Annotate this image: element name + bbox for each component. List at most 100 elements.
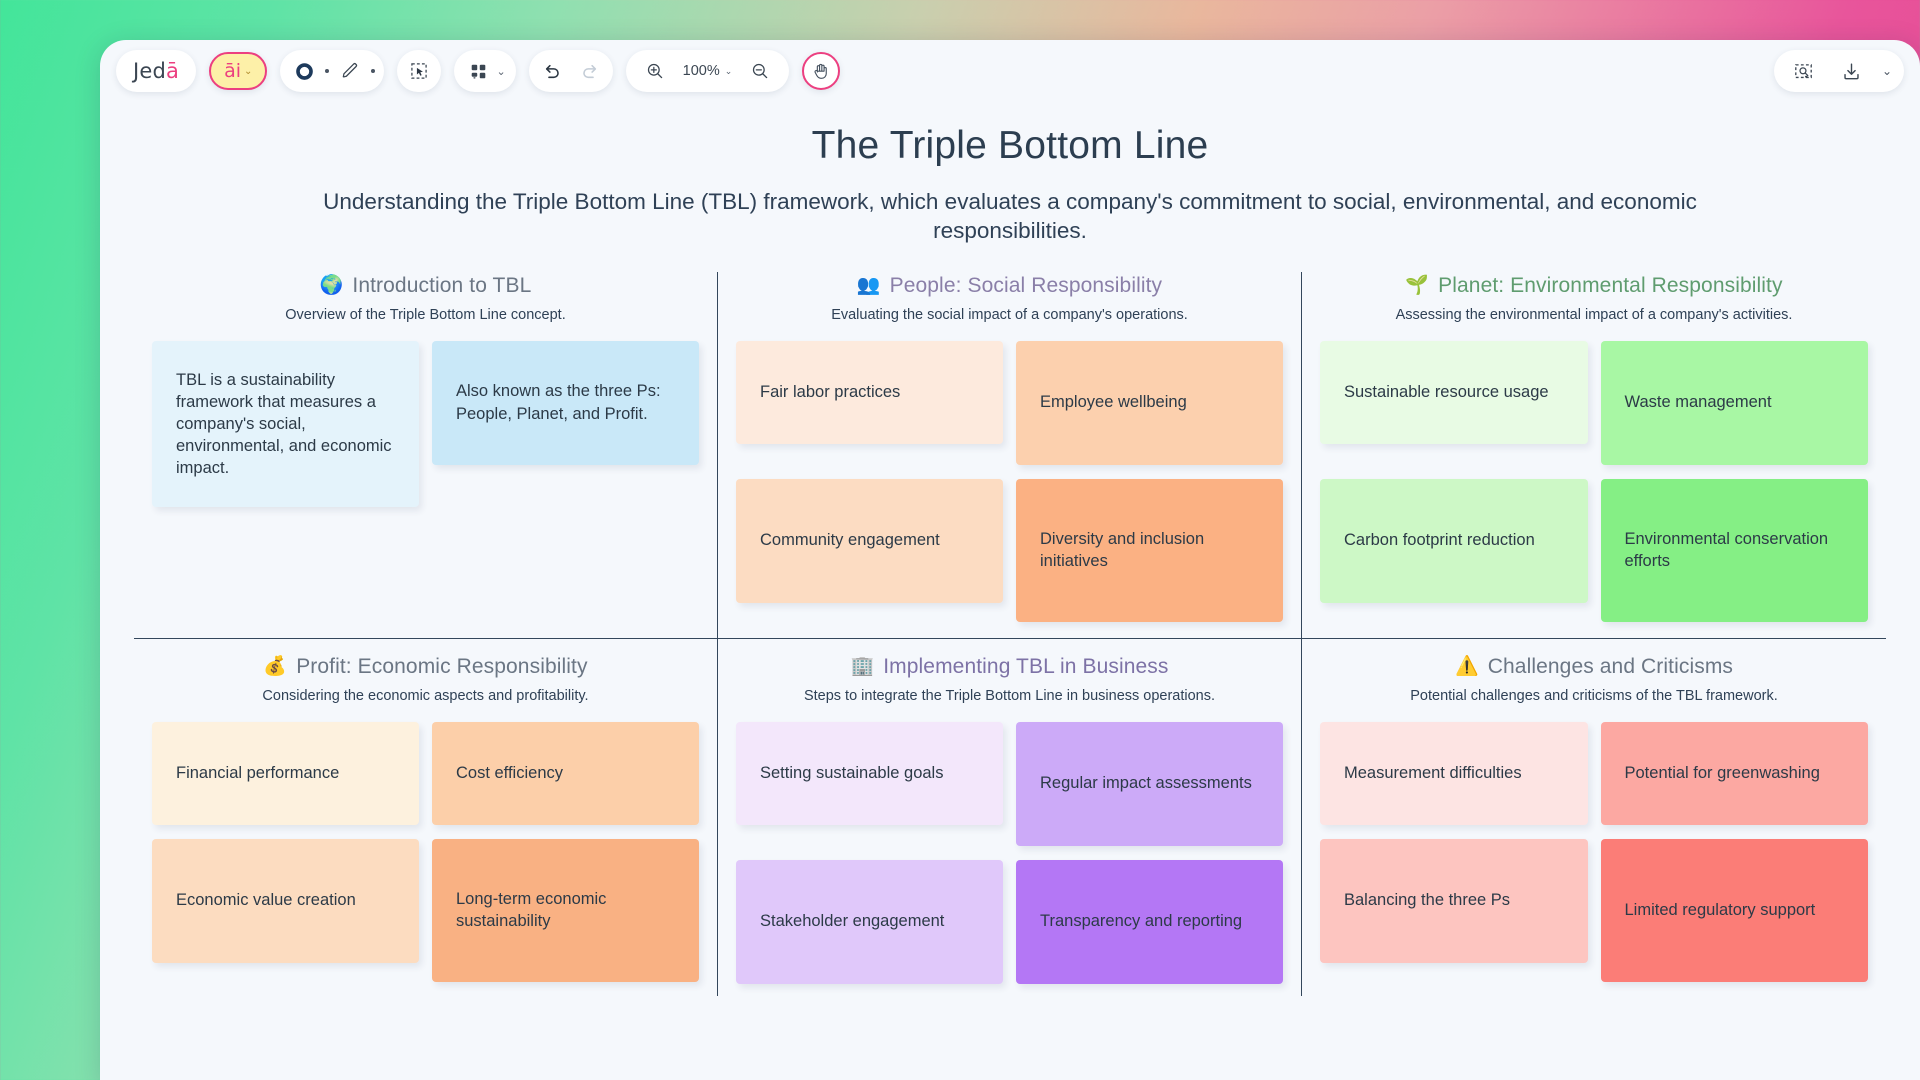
section-title: 🌍 Introduction to TBL — [152, 274, 699, 298]
toolbar-right-group: ⌄ — [1773, 50, 1904, 92]
magnifier-plus-icon — [647, 63, 662, 79]
sticky-note-card[interactable]: Limited regulatory support — [1600, 838, 1868, 982]
sticky-note-card[interactable]: Potential for greenwashing — [1600, 721, 1868, 825]
ai-label: āi — [224, 60, 242, 82]
section-title: 👥 People: Social Responsibility — [736, 274, 1283, 298]
section-cell: 🌍 Introduction to TBL Overview of the Trip… — [134, 271, 718, 639]
shape-tool-options-dot[interactable] — [325, 69, 330, 73]
sticky-note-card[interactable]: Setting sustainable goals — [736, 721, 1003, 825]
section-subtitle: Evaluating the social impact of a compan… — [831, 306, 1188, 323]
sticky-note-card[interactable]: Sustainable resource usage — [1320, 340, 1588, 444]
sticky-note-card[interactable]: Stakeholder engagement — [736, 859, 1003, 984]
select-tool-group — [397, 50, 442, 92]
undo-button[interactable] — [535, 53, 571, 89]
sticky-note-card[interactable]: Measurement difficulties — [1320, 721, 1588, 825]
sticky-note-card[interactable]: Employee wellbeing — [1016, 340, 1283, 465]
select-marquee-icon — [411, 63, 428, 79]
sticky-note-card[interactable]: Community engagement — [736, 478, 1003, 603]
section-title-label: Implementing TBL in Business — [883, 654, 1169, 678]
section-subtitle: Considering the economic aspects and pro… — [262, 687, 589, 704]
section-title-label: Profit: Economic Responsibility — [296, 654, 588, 678]
section-title: 💰 Profit: Economic Responsibility — [152, 655, 699, 679]
section-subtitle: Assessing the environmental impact of a … — [1395, 306, 1793, 323]
shape-tool-button[interactable] — [286, 53, 322, 89]
widgets-button[interactable] — [460, 53, 496, 89]
magnifier-minus-icon — [753, 63, 768, 79]
sticky-note-card[interactable]: Fair labor practices — [736, 340, 1003, 444]
ai-assistant-button[interactable]: āi ⌄ — [209, 52, 268, 90]
sticky-note-card[interactable]: Carbon footprint reduction — [1320, 478, 1588, 603]
section-subtitle: Overview of the Triple Bottom Line conce… — [285, 306, 566, 323]
zoom-group: 100% ⌄ — [625, 50, 790, 92]
draw-tools-group — [280, 50, 385, 92]
chevron-down-icon[interactable]: ⌄ — [1881, 64, 1892, 78]
section-subtitle: Potential challenges and criticisms of t… — [1410, 687, 1778, 704]
section-title: ⚠️ Challenges and Criticisms — [1320, 655, 1868, 679]
app-logo[interactable]: Jedā — [116, 50, 197, 92]
pen-tool-button[interactable] — [332, 53, 368, 89]
sticky-note-card[interactable]: Waste management — [1600, 340, 1868, 465]
download-button[interactable] — [1834, 53, 1870, 89]
section-subtitle: Steps to integrate the Triple Bottom Lin… — [803, 687, 1216, 704]
redo-arrow-icon — [582, 64, 596, 79]
region-capture-icon — [1795, 63, 1813, 78]
sticky-note-card[interactable]: TBL is a sustainability framework that m… — [152, 340, 419, 508]
sticky-note-card[interactable]: Also known as the three Ps: People, Plan… — [432, 340, 699, 465]
zoom-level-value: 100% — [682, 63, 720, 79]
grid-add-icon — [471, 64, 486, 79]
logo-accent-char: ā — [166, 59, 180, 83]
download-arrow-icon — [1844, 62, 1860, 79]
select-tool-button[interactable] — [401, 53, 437, 89]
sticky-note-card[interactable]: Transparency and reporting — [1016, 859, 1283, 984]
top-toolbar: Jedā āi ⌄ — [100, 40, 1920, 102]
pan-tool-button[interactable] — [802, 52, 841, 90]
warning-triangle-icon: ⚠️ — [1454, 655, 1479, 677]
office-building-icon: 🏢 — [850, 655, 875, 677]
section-title-label: Challenges and Criticisms — [1487, 654, 1734, 678]
section-title: 🏢 Implementing TBL in Business — [736, 655, 1283, 679]
history-group — [528, 50, 613, 92]
widgets-group: ⌄ — [454, 50, 516, 92]
sticky-note-card[interactable]: Financial performance — [152, 721, 419, 825]
sticky-note-card[interactable]: Balancing the three Ps — [1320, 838, 1588, 963]
section-title-label: People: Social Responsibility — [889, 273, 1163, 297]
sticky-note-card[interactable]: Cost efficiency — [432, 721, 699, 825]
people-icon: 👥 — [856, 274, 881, 296]
redo-button[interactable] — [571, 53, 607, 89]
zoom-level-dropdown[interactable]: 100% ⌄ — [683, 63, 733, 79]
card-list: TBL is a sustainability framework that m… — [152, 340, 699, 508]
page-title: The Triple Bottom Line — [811, 124, 1209, 167]
circle-outline-icon — [296, 62, 313, 80]
page-subtitle: Understanding the Triple Bottom Line (TB… — [323, 189, 1697, 244]
sticky-note-card[interactable]: Economic value creation — [152, 838, 419, 963]
sections-grid: 🌍 Introduction to TBL Overview of the Trip… — [134, 271, 1886, 996]
section-title-label: Introduction to TBL — [352, 273, 532, 297]
chevron-down-icon: ⌄ — [724, 65, 733, 76]
sticky-note-card[interactable]: Diversity and inclusion initiatives — [1016, 478, 1283, 622]
zoom-in-button[interactable] — [637, 53, 673, 89]
pen-tool-options-dot[interactable] — [371, 69, 376, 73]
pencil-icon — [343, 63, 358, 78]
chevron-down-icon[interactable]: ⌄ — [496, 65, 506, 78]
hand-icon — [814, 63, 828, 79]
earth-globe-icon: 🌍 — [319, 274, 344, 296]
section-title-label: Planet: Environmental Responsibility — [1438, 273, 1783, 297]
zoom-out-button[interactable] — [742, 53, 778, 89]
undo-arrow-icon — [545, 64, 559, 79]
region-capture-button[interactable] — [1786, 53, 1822, 89]
sticky-note-card[interactable]: Long-term economic sustainability — [432, 838, 699, 982]
sticky-note-card[interactable]: Regular impact assessments — [1016, 721, 1283, 846]
chevron-down-icon: ⌄ — [244, 65, 253, 77]
slide-canvas: The Triple Bottom Line Understanding the… — [100, 102, 1920, 1080]
seedling-icon: 🌱 — [1405, 274, 1430, 296]
money-bag-icon: 💰 — [263, 655, 288, 677]
sticky-note-card[interactable]: Environmental conservation efforts — [1600, 478, 1868, 622]
